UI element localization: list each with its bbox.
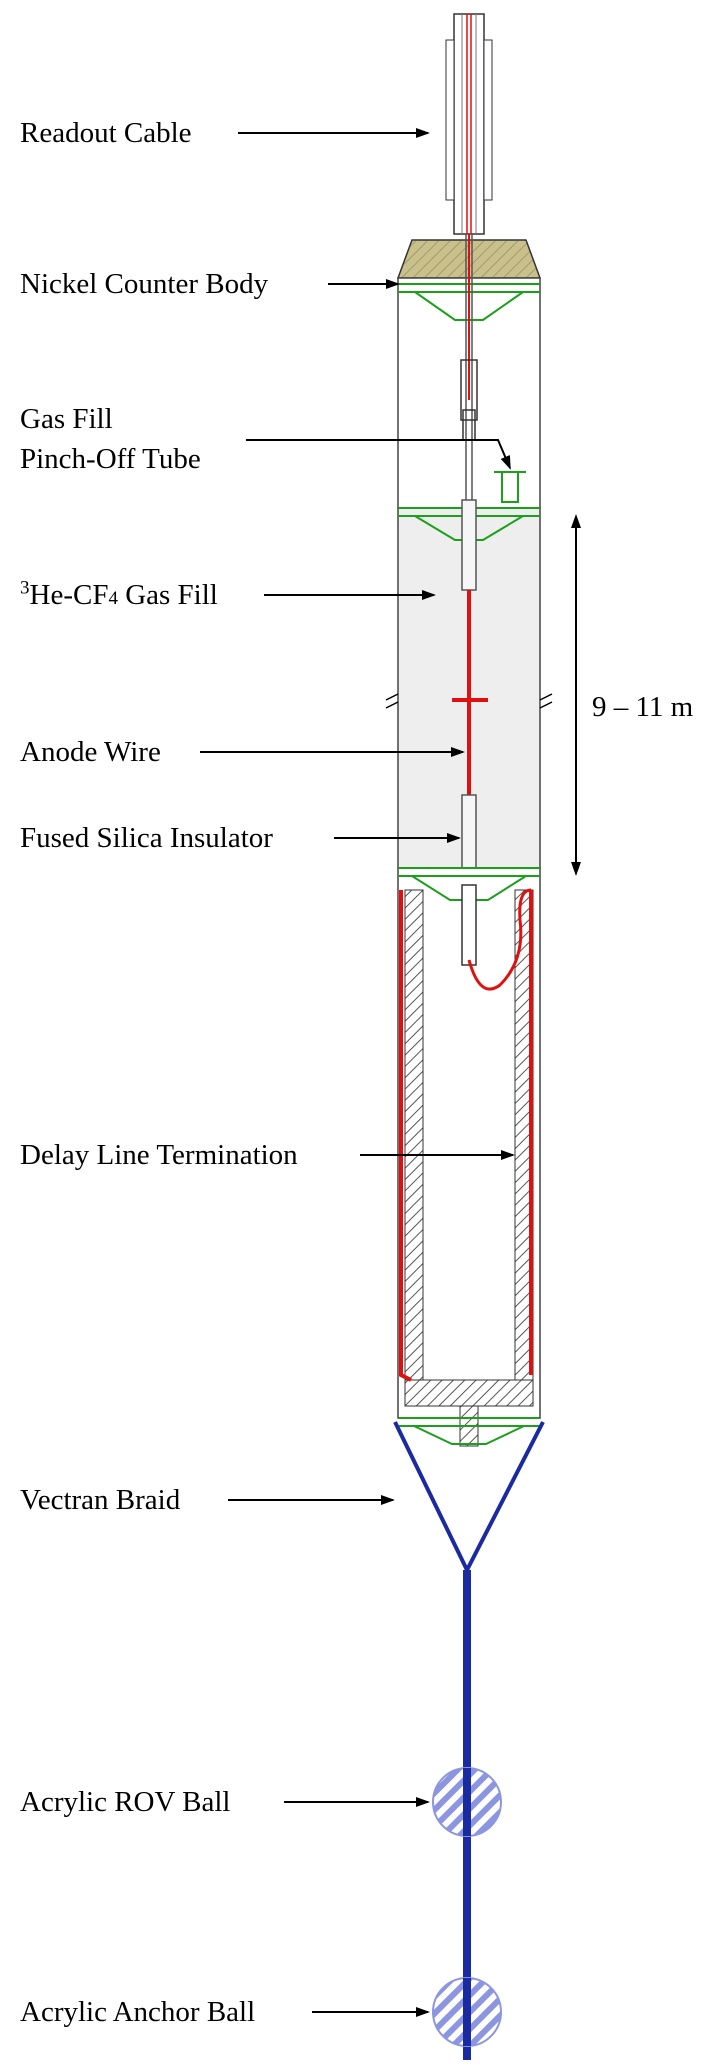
label-gas-fill-line1: Gas Fill [20, 403, 113, 435]
cf4-subscript: 4 [108, 588, 118, 609]
gas-fill-section [385, 499, 553, 886]
label-readout-cable: Readout Cable [20, 117, 192, 149]
vectran-braid [393, 1421, 545, 2060]
readout-cable [445, 13, 493, 235]
label-arrows [200, 128, 581, 2017]
gas-fill-formula: He-CF [29, 579, 109, 611]
label-nickel-counter-body: Nickel Counter Body [20, 268, 269, 300]
arrow-pinch-off-tube [246, 439, 511, 470]
label-pinch-off-tube: Pinch-Off Tube [20, 443, 201, 475]
label-fused-silica-insulator: Fused Silica Insulator [20, 822, 273, 854]
label-vectran-braid: Vectran Braid [20, 1484, 181, 1516]
he-isotope-superscript: 3 [20, 577, 30, 599]
label-gas-fill-mixture: 3He-CF4 Gas Fill [20, 578, 218, 616]
label-acrylic-anchor-ball: Acrylic Anchor Ball [20, 1996, 256, 2028]
delay-line-section [397, 867, 541, 1447]
label-length-dimension: 9 – 11 m [592, 691, 694, 723]
gas-fill-suffix: Gas Fill [117, 579, 218, 611]
label-acrylic-rov-ball: Acrylic ROV Ball [20, 1786, 231, 1818]
label-anode-wire: Anode Wire [20, 736, 161, 768]
label-delay-line-termination: Delay Line Termination [20, 1139, 298, 1171]
